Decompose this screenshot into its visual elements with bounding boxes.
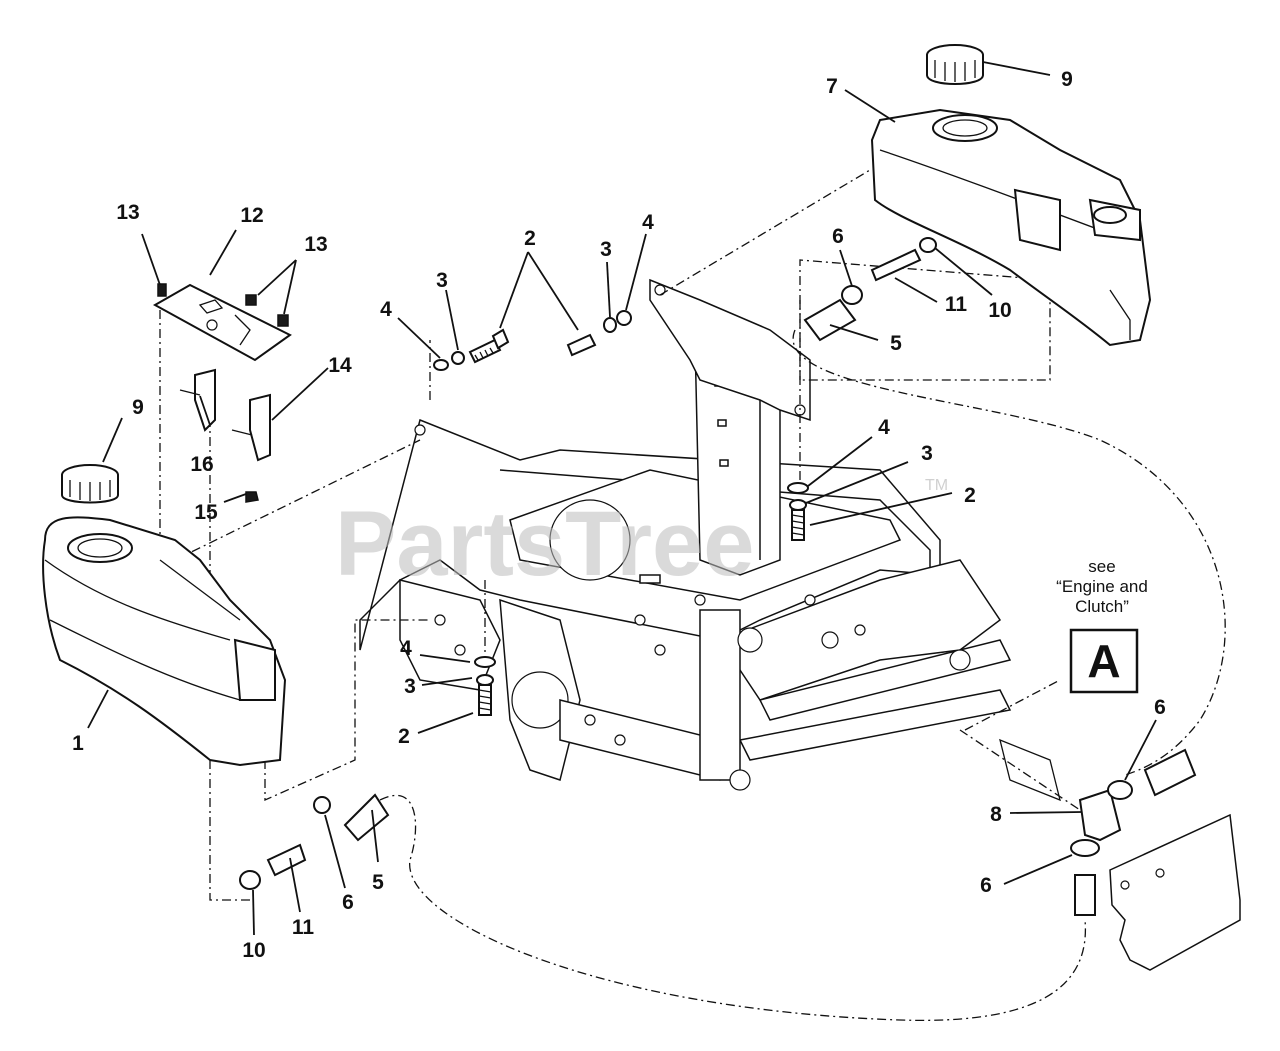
callout-4: 4 bbox=[380, 298, 392, 321]
callout-10: 10 bbox=[242, 939, 265, 962]
note-line-2: “Engine and bbox=[1056, 577, 1148, 596]
callout-4: 4 bbox=[878, 416, 890, 439]
leader-lines bbox=[87, 61, 1157, 936]
fuel-cap-right bbox=[926, 44, 984, 85]
callout-3: 3 bbox=[921, 442, 933, 465]
callout-3: 3 bbox=[404, 675, 416, 698]
assembly-lines bbox=[159, 169, 1226, 1022]
callout-1: 1 bbox=[72, 732, 84, 755]
hose-fittings bbox=[239, 237, 1197, 916]
reference-box-letter: A bbox=[1087, 635, 1120, 687]
callout-11: 11 bbox=[292, 916, 315, 939]
watermark: PartsTree bbox=[335, 493, 754, 595]
callout-6: 6 bbox=[832, 225, 844, 248]
callout-10: 10 bbox=[988, 299, 1011, 322]
callout-5: 5 bbox=[890, 332, 902, 355]
reference-note: see “Engine and Clutch” bbox=[1056, 557, 1148, 616]
watermark-tm: TM bbox=[925, 477, 948, 494]
callout-6: 6 bbox=[980, 874, 992, 897]
fuel-cap-left bbox=[61, 464, 119, 504]
callout-9: 9 bbox=[132, 396, 144, 419]
callout-16: 16 bbox=[190, 453, 213, 476]
callout-15: 15 bbox=[194, 501, 218, 524]
callout-13: 13 bbox=[116, 201, 139, 224]
fuel-tank-right bbox=[870, 44, 1152, 347]
callout-13: 13 bbox=[304, 233, 327, 256]
callout-2: 2 bbox=[398, 725, 410, 748]
reference-box: A bbox=[1069, 628, 1139, 694]
callout-2: 2 bbox=[524, 227, 536, 250]
callout-12: 12 bbox=[240, 204, 263, 227]
callout-14: 14 bbox=[328, 354, 352, 377]
callout-4: 4 bbox=[400, 637, 412, 660]
note-line-1: see bbox=[1088, 557, 1115, 576]
callout-7: 7 bbox=[826, 75, 838, 98]
note-line-3: Clutch” bbox=[1075, 597, 1129, 616]
callout-3: 3 bbox=[600, 238, 612, 261]
callout-6: 6 bbox=[342, 891, 354, 914]
callout-3: 3 bbox=[436, 269, 448, 292]
callout-2: 2 bbox=[964, 484, 976, 507]
callout-9: 9 bbox=[1061, 68, 1073, 91]
side-panel bbox=[1109, 813, 1241, 971]
callout-6: 6 bbox=[1154, 696, 1166, 719]
chassis-frame bbox=[359, 278, 1012, 791]
callout-8: 8 bbox=[990, 803, 1002, 826]
callout-5: 5 bbox=[372, 871, 384, 894]
bracket-plate bbox=[152, 283, 292, 503]
callout-4: 4 bbox=[642, 211, 654, 234]
fuel-tank-left bbox=[42, 464, 287, 767]
callouts: 1 2 2 2 3 3 3 3 4 4 4 4 5 5 6 6 6 6 7 8 … bbox=[72, 68, 1166, 962]
bolts-washers bbox=[433, 310, 809, 716]
callout-11: 11 bbox=[945, 293, 968, 316]
